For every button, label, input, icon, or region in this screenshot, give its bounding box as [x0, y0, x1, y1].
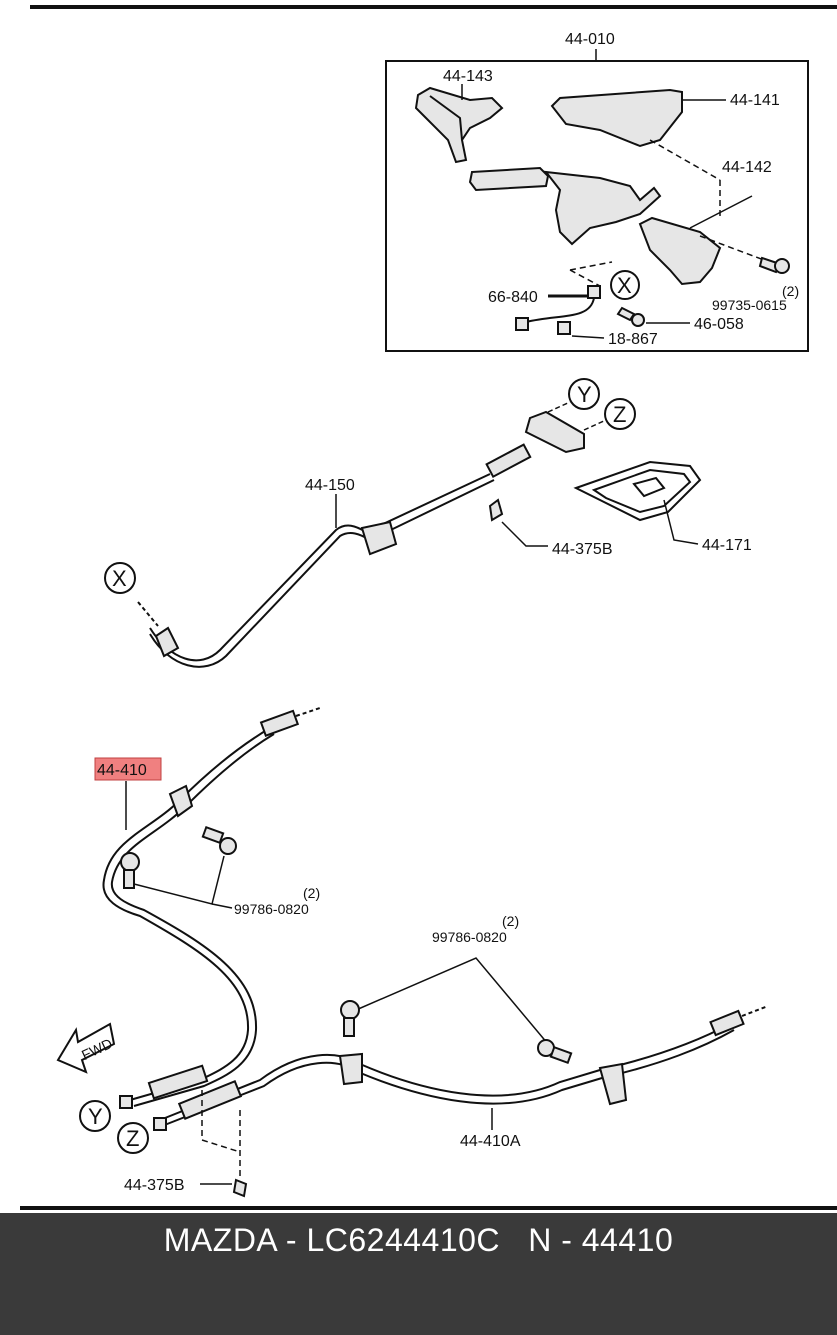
label-44-410: 44-410	[97, 762, 147, 779]
marker-x-top	[610, 270, 640, 300]
label-99786-0820-right: 99786-0820	[432, 929, 507, 945]
label-bolt-left-qty: (2)	[303, 885, 320, 901]
label-44-010: 44-010	[565, 31, 615, 48]
label-bolt-qty: (2)	[782, 283, 799, 299]
marker-x-top-label: X	[617, 273, 632, 298]
marker-y-top	[568, 378, 600, 410]
label-99786-0820-left: 99786-0820	[234, 901, 309, 917]
rear-cable-b	[159, 1005, 769, 1127]
bolt-right-b	[537, 1039, 573, 1065]
marker-y-bottom	[79, 1100, 111, 1132]
rear-cable	[102, 707, 321, 1107]
bracket-part	[573, 460, 702, 522]
label-44-150: 44-150	[305, 477, 355, 494]
label-66-840: 66-840	[488, 289, 538, 306]
bolt-left-b	[120, 852, 140, 889]
label-bolt-right-qty: (2)	[502, 913, 519, 929]
marker-y-bottom-label: Y	[88, 1104, 103, 1129]
label-44-410a: 44-410A	[460, 1133, 521, 1150]
connector-z-end	[153, 1117, 167, 1131]
front-cable	[137, 443, 532, 668]
label-44-410-highlight	[94, 757, 162, 781]
parts-diagram: 44-010 44-143 44-141 44-142 (2) 99735-06…	[20, 5, 837, 1210]
switch-part	[515, 285, 601, 331]
label-44-375b-upper: 44-375B	[552, 541, 613, 558]
nut-46-058	[616, 306, 645, 327]
marker-z-top	[604, 398, 636, 430]
label-99735-0615: 99735-0615	[712, 297, 787, 313]
clip-lower-part	[232, 1178, 248, 1198]
marker-y-top-label: Y	[577, 382, 592, 407]
label-44-142: 44-142	[722, 159, 772, 176]
marker-z-bottom	[117, 1122, 149, 1154]
footer-part-number: MAZDA - LC6244410C N - 44410	[163, 1222, 674, 1258]
label-46-058: 46-058	[694, 316, 744, 333]
label-44-141: 44-141	[730, 92, 780, 109]
marker-x-cable	[104, 562, 136, 594]
marker-z-top-label: Z	[613, 402, 626, 427]
label-18-867: 18-867	[608, 331, 658, 348]
marker-x-cable-label: X	[112, 566, 127, 591]
connector-y-end	[119, 1095, 133, 1109]
fwd-arrow-icon	[56, 1022, 116, 1074]
cover-left-part	[414, 86, 504, 164]
bolt-right-a	[340, 1000, 360, 1037]
lever-mechanism	[468, 166, 662, 246]
bolt-top	[758, 256, 790, 274]
cover-right-part	[638, 216, 722, 286]
footer-bar	[0, 1213, 837, 1335]
bolt-left-a	[201, 825, 237, 855]
equalizer-plate	[524, 410, 585, 454]
label-44-375b-lower: 44-375B	[124, 1177, 185, 1194]
label-44-171: 44-171	[702, 537, 752, 554]
marker-z-bottom-label: Z	[126, 1126, 139, 1151]
lever-cover-part	[550, 88, 683, 148]
clip-upper-part	[488, 498, 504, 522]
assembly-box	[385, 60, 809, 352]
label-44-143: 44-143	[443, 68, 493, 85]
nut-18-867	[557, 321, 571, 335]
